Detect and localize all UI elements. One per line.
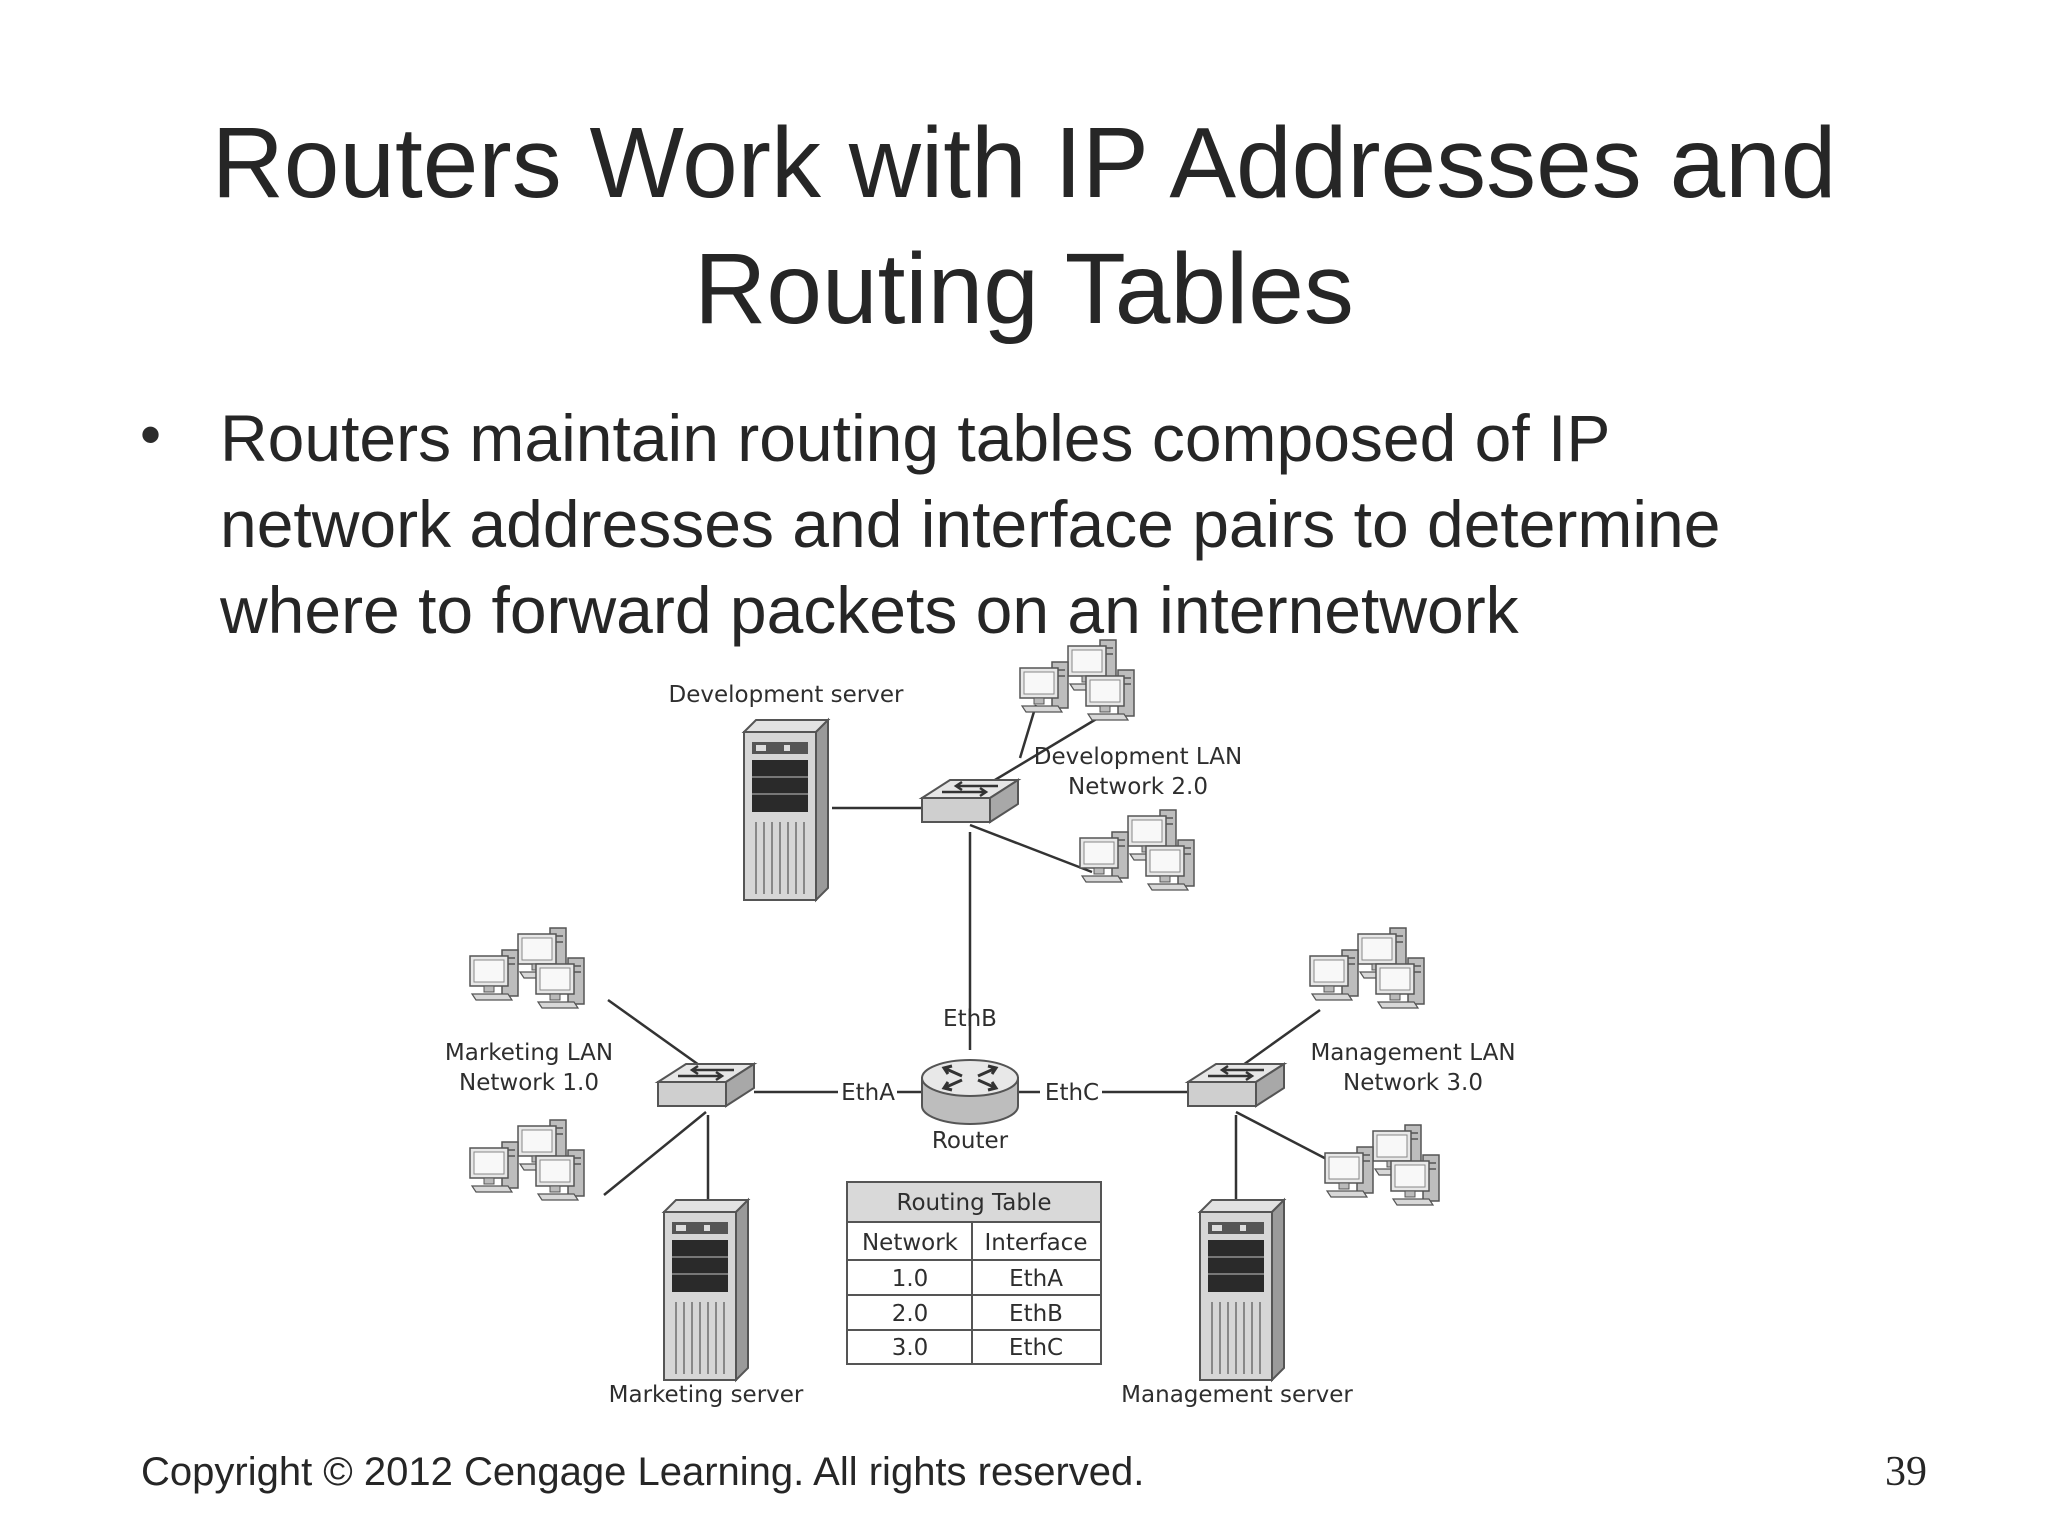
router-icon <box>921 1059 1019 1125</box>
bullet-text: Routers maintain routing tables composed… <box>220 395 1920 653</box>
marketing-switch-icon <box>656 1062 756 1108</box>
marketing-workstations-bottom-icon <box>470 1120 584 1200</box>
routing-table-header-interface: Interface <box>985 1230 1088 1256</box>
management-server-icon <box>1199 1199 1285 1381</box>
marketing-server-label: Marketing server <box>609 1382 804 1408</box>
management-workstations-top-icon <box>1310 928 1424 1008</box>
slide-title: Routers Work with IP Addresses and Routi… <box>100 100 1948 352</box>
bullet-marker: • <box>140 401 162 468</box>
router-label: Router <box>932 1128 1009 1154</box>
management-network-label: Network 3.0 <box>1343 1070 1483 1096</box>
development-server-label: Development server <box>669 682 904 708</box>
bullet-line-2: network addresses and interface pairs to… <box>220 487 1721 561</box>
bullet-line-1: Routers maintain routing tables composed… <box>220 401 1611 475</box>
routing-table-cell: EthB <box>1009 1301 1063 1327</box>
ethb-label: EthB <box>943 1006 997 1032</box>
development-workstations-top-icon <box>1020 640 1134 720</box>
management-workstations-bottom-icon <box>1325 1125 1439 1205</box>
marketing-network-label: Network 1.0 <box>459 1070 599 1096</box>
routing-table-cell: EthC <box>1009 1335 1063 1361</box>
title-line-1: Routers Work with IP Addresses and <box>211 107 1837 219</box>
ethc-label: EthC <box>1045 1080 1099 1106</box>
etha-label: EthA <box>841 1080 895 1106</box>
routing-table-header-network: Network <box>862 1230 959 1256</box>
management-lan-label: Management LAN <box>1310 1040 1515 1066</box>
development-switch-icon <box>920 778 1020 824</box>
routing-table: Routing Table Network Interface 1.0 EthA… <box>846 1181 1102 1365</box>
routing-table-cell: 2.0 <box>892 1301 929 1327</box>
marketing-server-icon <box>663 1199 749 1381</box>
routing-table-title: Routing Table <box>897 1190 1052 1216</box>
development-server-icon <box>743 719 829 901</box>
routing-table-cell: 1.0 <box>892 1266 929 1292</box>
copyright-footer: Copyright © 2012 Cengage Learning. All r… <box>141 1450 1145 1494</box>
title-line-2: Routing Tables <box>694 233 1354 345</box>
page-number: 39 <box>1885 1449 1927 1495</box>
development-lan-label: Development LAN <box>1034 744 1242 770</box>
development-network-label: Network 2.0 <box>1068 774 1208 800</box>
routing-table-cell: 3.0 <box>892 1335 929 1361</box>
bullet-line-3: where to forward packets on an internetw… <box>220 573 1519 647</box>
marketing-workstations-top-icon <box>470 928 584 1008</box>
development-workstations-bottom-icon <box>1080 810 1194 890</box>
management-server-label: Management server <box>1121 1382 1353 1408</box>
management-switch-icon <box>1186 1062 1286 1108</box>
marketing-lan-label: Marketing LAN <box>445 1040 613 1066</box>
routing-table-cell: EthA <box>1009 1266 1063 1292</box>
